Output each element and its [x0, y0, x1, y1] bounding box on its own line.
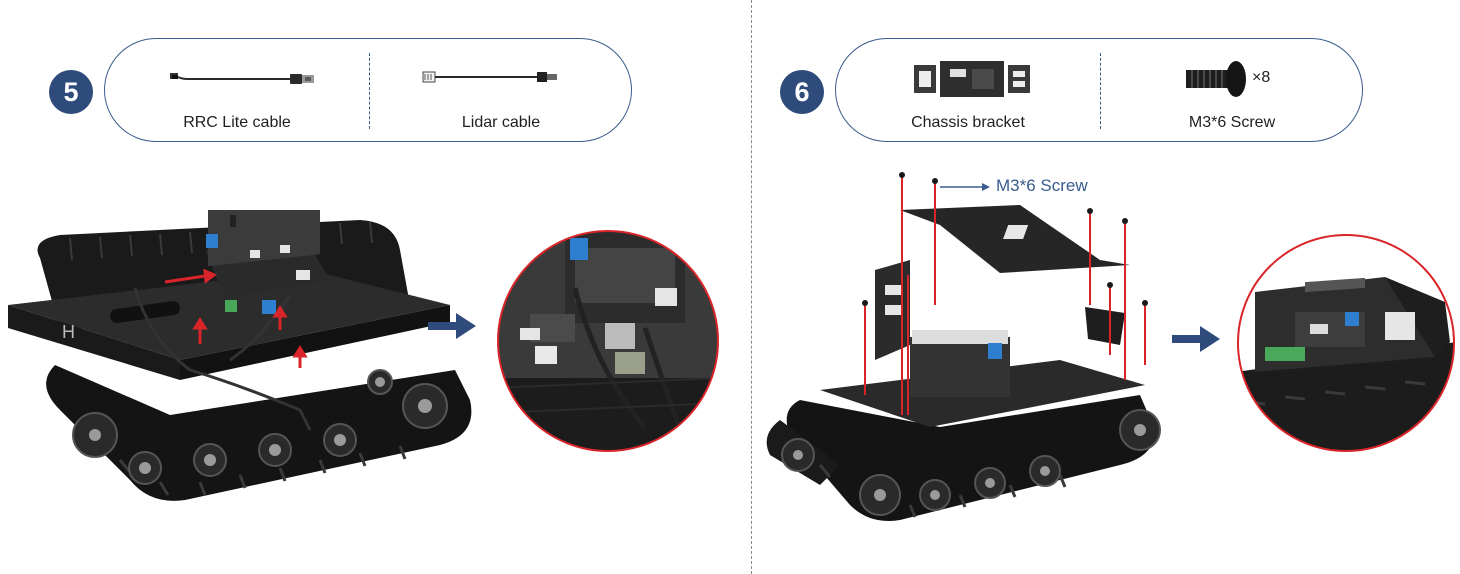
zoom-detail-circle: [495, 228, 721, 454]
arrow-right-icon: [428, 313, 476, 339]
part-label-chassis-bracket: Chassis bracket: [911, 114, 1025, 131]
part-separator: [1100, 53, 1101, 129]
chassis-bracket-icon: [914, 59, 1032, 99]
step-number-badge: 5: [49, 70, 93, 114]
parts-list-panel: RRC Lite cable Lidar cable: [104, 38, 632, 142]
part-label-m3-6-screw: M3*6 Screw: [1188, 114, 1276, 131]
lidar-cable-icon: [421, 69, 561, 85]
screw-quantity: ×8: [1252, 69, 1271, 86]
part-label-lidar-cable: Lidar cable: [461, 114, 541, 131]
part-separator: [369, 53, 370, 129]
usb-cable-icon: [168, 69, 318, 85]
arrow-right-icon: [1172, 326, 1220, 352]
screw-icon: [1186, 59, 1248, 99]
robot-chassis-assembly-image: H: [0, 210, 490, 530]
callout-arrow-icon: [940, 181, 990, 193]
parts-list-panel: Chassis bracket ×8 M3*6 Screw: [835, 38, 1363, 142]
bracket-mounting-exploded-view: [760, 165, 1200, 570]
screw-callout-label: M3*6 Screw: [996, 176, 1088, 195]
step-divider: [751, 0, 752, 574]
part-label-rrc-lite-cable: RRC Lite cable: [183, 114, 291, 131]
zoom-detail-circle: [1235, 232, 1457, 454]
svg-text:H: H: [62, 322, 75, 342]
step-number-badge: 6: [780, 70, 824, 114]
